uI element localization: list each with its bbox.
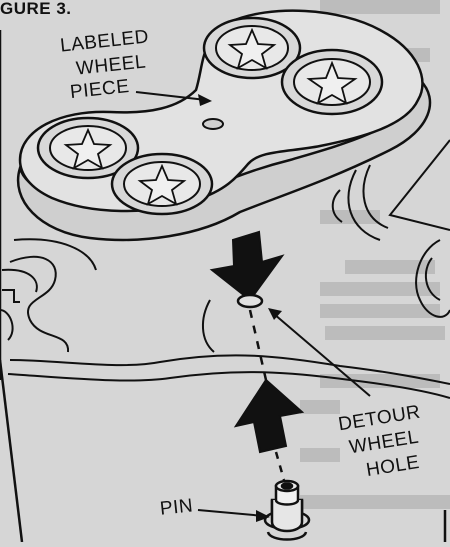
star-wheel — [112, 154, 212, 214]
alignment-line — [250, 310, 266, 380]
up-arrow — [236, 380, 302, 452]
figure-title: GURE 3. — [0, 0, 72, 17]
alignment-line-lower — [276, 452, 284, 480]
down-arrow — [212, 232, 282, 300]
pin-label: PIN — [159, 496, 194, 518]
detour-wheel-hole — [238, 295, 262, 307]
pin — [265, 481, 309, 540]
star-wheel — [282, 50, 382, 114]
